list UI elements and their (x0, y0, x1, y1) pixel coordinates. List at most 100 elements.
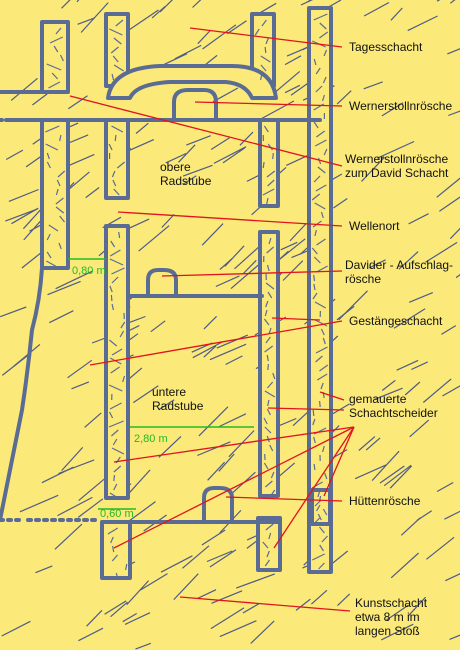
rock-hatch-stroke (61, 0, 71, 9)
rock-hatch-stroke (447, 48, 460, 55)
rock-hatch-stroke (371, 450, 400, 482)
rock-hatch-stroke (338, 290, 368, 321)
rock-hatch-stroke (67, 95, 88, 110)
rock-hatch-stroke (182, 545, 210, 569)
rock-hatch-stroke (80, 2, 109, 33)
rock-hatch-stroke (210, 607, 245, 630)
label-untere-radstube-line1: untere (152, 385, 187, 399)
rock-hatch-stroke (173, 573, 199, 601)
label-tagesschacht: Tagesschacht (349, 40, 423, 54)
rock-hatch-stroke (381, 102, 404, 117)
rock-hatch-stroke (32, 93, 48, 106)
left-shaft-wall (40, 118, 70, 270)
dimension-label-080: 0,80 m (72, 265, 106, 277)
rock-hatch-stroke (135, 122, 149, 134)
rock-hatch-stroke (49, 310, 74, 324)
rock-hatch-stroke (273, 70, 301, 94)
rock-hatch-stroke (408, 213, 429, 225)
rock-hatch-stroke (140, 573, 168, 591)
kunstschacht-right-block (256, 516, 282, 572)
rock-hatch-stroke (197, 29, 212, 45)
rock-hatch-stroke (55, 270, 93, 290)
rock-hatch-stroke (390, 7, 403, 21)
rock-hatch-stroke (77, 498, 104, 518)
rock-hatch-stroke (277, 238, 306, 262)
rock-hatch-stroke (201, 529, 226, 546)
masonry-joint (45, 125, 66, 268)
rock-hatch-stroke (124, 612, 151, 625)
masonry-joint (262, 523, 274, 567)
rock-hatch-stroke (0, 306, 27, 318)
rock-hatch-stroke (361, 156, 385, 182)
rock-hatch-stroke (225, 355, 243, 366)
rock-hatch-stroke (203, 345, 217, 358)
rock-hatch-stroke (213, 146, 247, 164)
left-shaft-upper-wall (40, 20, 70, 94)
rock-hatch-stroke (383, 464, 412, 487)
rock-hatch-stroke (122, 612, 138, 623)
rock-hatch-stroke (425, 241, 458, 263)
rock-hatch-stroke (449, 634, 460, 640)
rock-hatch-stroke (77, 17, 95, 25)
rock-hatch-stroke (363, 81, 383, 90)
rock-hatch-stroke (455, 273, 460, 279)
rock-hatch-stroke (158, 399, 175, 411)
rock-hatch-stroke (396, 359, 419, 371)
label-schachtscheider-line1: gemauerte (349, 392, 407, 406)
rock-hatch-stroke (210, 137, 230, 151)
rock-hatch-stroke (67, 359, 93, 379)
rock-hatch-stroke (209, 549, 237, 568)
rock-hatch-stroke (207, 461, 226, 481)
rock-hatch-stroke (426, 536, 455, 560)
rock-hatch-stroke (239, 131, 254, 146)
rock-hatch-stroke (441, 325, 457, 335)
masonry-joint (46, 27, 64, 89)
rock-hatch-stroke (295, 598, 311, 611)
label-kunstschacht-line2: etwa 8 m im (355, 610, 420, 624)
rock-hatch-stroke (161, 213, 175, 228)
rock-hatch-stroke (407, 15, 438, 32)
rock-hatch-stroke (192, 0, 202, 8)
rock-hatch-stroke (436, 177, 460, 198)
rock-hatch-stroke (230, 262, 261, 290)
masonry-joint (254, 19, 271, 81)
rock-hatch-stroke (203, 315, 218, 330)
rock-hatch-stroke (242, 603, 260, 614)
rock-hatch-stroke (19, 494, 59, 513)
rock-hatch-stroke (211, 590, 243, 604)
rock-hatch-stroke (442, 385, 460, 397)
rock-hatch-stroke (22, 209, 41, 230)
davider-arch (146, 268, 178, 298)
rock-hatch-stroke (449, 227, 460, 240)
rock-hatch-stroke (449, 0, 456, 4)
rock-hatch-stroke (235, 573, 276, 589)
rock-hatch-stroke (292, 410, 309, 427)
rock-hatch-stroke (23, 218, 43, 241)
rock-hatch-stroke (160, 555, 193, 573)
rock-hatch-stroke (377, 140, 415, 159)
rock-hatch-stroke (182, 164, 213, 177)
rock-hatch-stroke (41, 466, 74, 484)
label-obere-radstube-line1: obere (160, 160, 191, 174)
rock-hatch-stroke (393, 308, 426, 329)
dimension-label-280: 2,80 m (134, 433, 168, 445)
shaft-wall-b-upper (258, 118, 280, 208)
rock-hatch-stroke (128, 9, 159, 31)
masonry-joint (315, 495, 322, 521)
rock-hatch-stroke (289, 223, 307, 242)
rock-hatch-stroke (8, 188, 39, 202)
huetten-arch (202, 486, 234, 524)
rock-hatch-stroke (1, 620, 31, 637)
rock-hatch-stroke (202, 24, 237, 50)
rock-hatch-stroke (86, 609, 103, 627)
rock-hatch-stroke (381, 379, 396, 391)
rock-hatch-stroke (76, 0, 80, 3)
rock-hatch-stroke (280, 241, 298, 251)
rock-hatch-stroke (282, 260, 304, 281)
masonry-joint (311, 13, 329, 570)
rock-hatch-stroke (85, 187, 100, 199)
rock-hatch-stroke (216, 334, 249, 349)
rock-hatch-stroke (444, 510, 460, 520)
rock-hatch-stroke (159, 0, 174, 13)
